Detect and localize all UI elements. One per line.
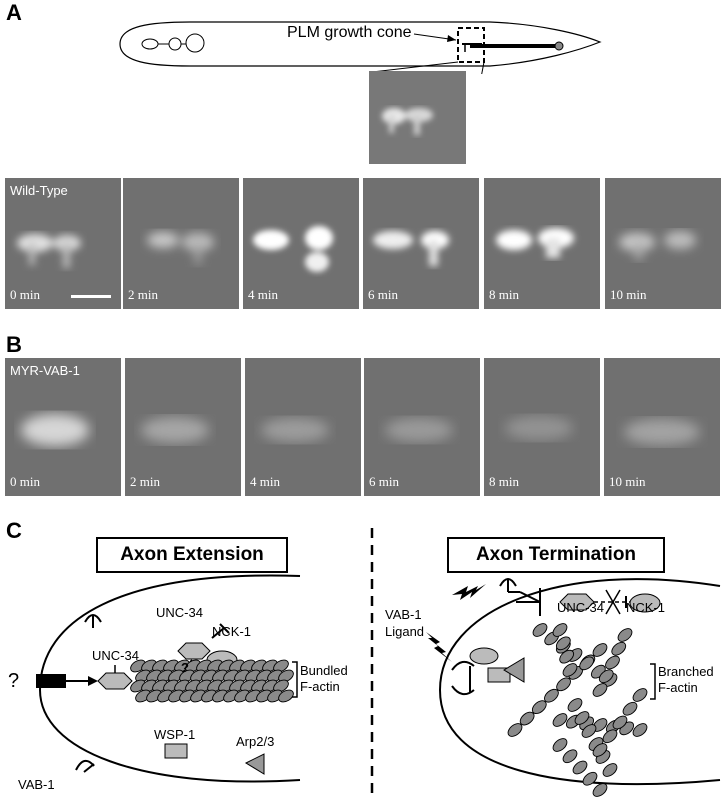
factin-label-left: F-actin [300, 679, 340, 694]
row-label-wild-type: Wild-Type [10, 183, 68, 198]
zoom-inset [369, 71, 466, 164]
myr-frame-2: 2 min [125, 358, 241, 496]
scale-bar [71, 295, 111, 298]
myr-frame-4: 4 min [245, 358, 361, 496]
unc34-mid-label: UNC-34 [92, 648, 139, 663]
unc34-right-label: UNC-34 [557, 600, 604, 615]
axon-termination-title: Axon Termination [447, 537, 665, 573]
time-label: 8 min [489, 287, 519, 302]
wt-frame-8: 8 min [484, 178, 600, 309]
panel-c-label: C [6, 518, 22, 543]
vab1-label-left: VAB-1 [18, 777, 55, 792]
time-label: 2 min [130, 474, 160, 489]
wsp1-label: WSP-1 [154, 727, 196, 742]
time-label: 4 min [250, 474, 280, 489]
vab1-label-right: VAB-1 [385, 607, 422, 622]
axon-extension-title: Axon Extension [96, 537, 288, 573]
pathway-diagram [36, 528, 721, 798]
bundled-f-actin [130, 659, 294, 703]
nck1-right-label: NCK-1 [626, 600, 666, 615]
panel-b-label: B [6, 332, 22, 357]
pharynx-bulb-small [141, 38, 159, 50]
factin-label-right: F-actin [658, 680, 698, 695]
myr-frame-6: 6 min [364, 358, 480, 496]
time-label: 0 min [10, 287, 40, 302]
time-label: 6 min [369, 474, 399, 489]
question-outside: ? [8, 670, 20, 692]
arp23-label: Arp2/3 [236, 734, 275, 749]
wt-frame-2: 2 min [123, 178, 239, 309]
time-label: 10 min [610, 287, 647, 302]
wt-frame-6: 6 min [363, 178, 479, 309]
myr-frame-8: 8 min [484, 358, 600, 496]
worm-schematic [119, 21, 602, 74]
time-label: 4 min [248, 287, 278, 302]
wt-frame-4: 4 min [243, 178, 359, 309]
branched-label: Branched [658, 664, 714, 679]
nck1-label: NCK-1 [212, 624, 252, 639]
myr-frame-10: 10 min [604, 358, 720, 496]
growth-cone-label: PLM growth cone [287, 24, 412, 41]
unc34-top-label: UNC-34 [156, 605, 203, 620]
time-label: 8 min [489, 474, 519, 489]
time-label: 0 min [10, 474, 40, 489]
time-label: 6 min [368, 287, 398, 302]
myr-frame-0: MYR-VAB-1 0 min [5, 358, 121, 496]
question-inside: ? [181, 660, 189, 675]
wt-frame-10: 10 min [605, 178, 721, 309]
bundled-label: Bundled [300, 663, 348, 678]
wt-frame-0: Wild-Type 0 min [5, 178, 121, 309]
ligand-label: Ligand [385, 624, 425, 639]
row-label-myr-vab-1: MYR-VAB-1 [10, 363, 80, 378]
time-label: 10 min [609, 474, 646, 489]
time-label: 2 min [128, 287, 158, 302]
panel-a-label: A [6, 0, 22, 25]
branched-f-actin [507, 623, 648, 797]
